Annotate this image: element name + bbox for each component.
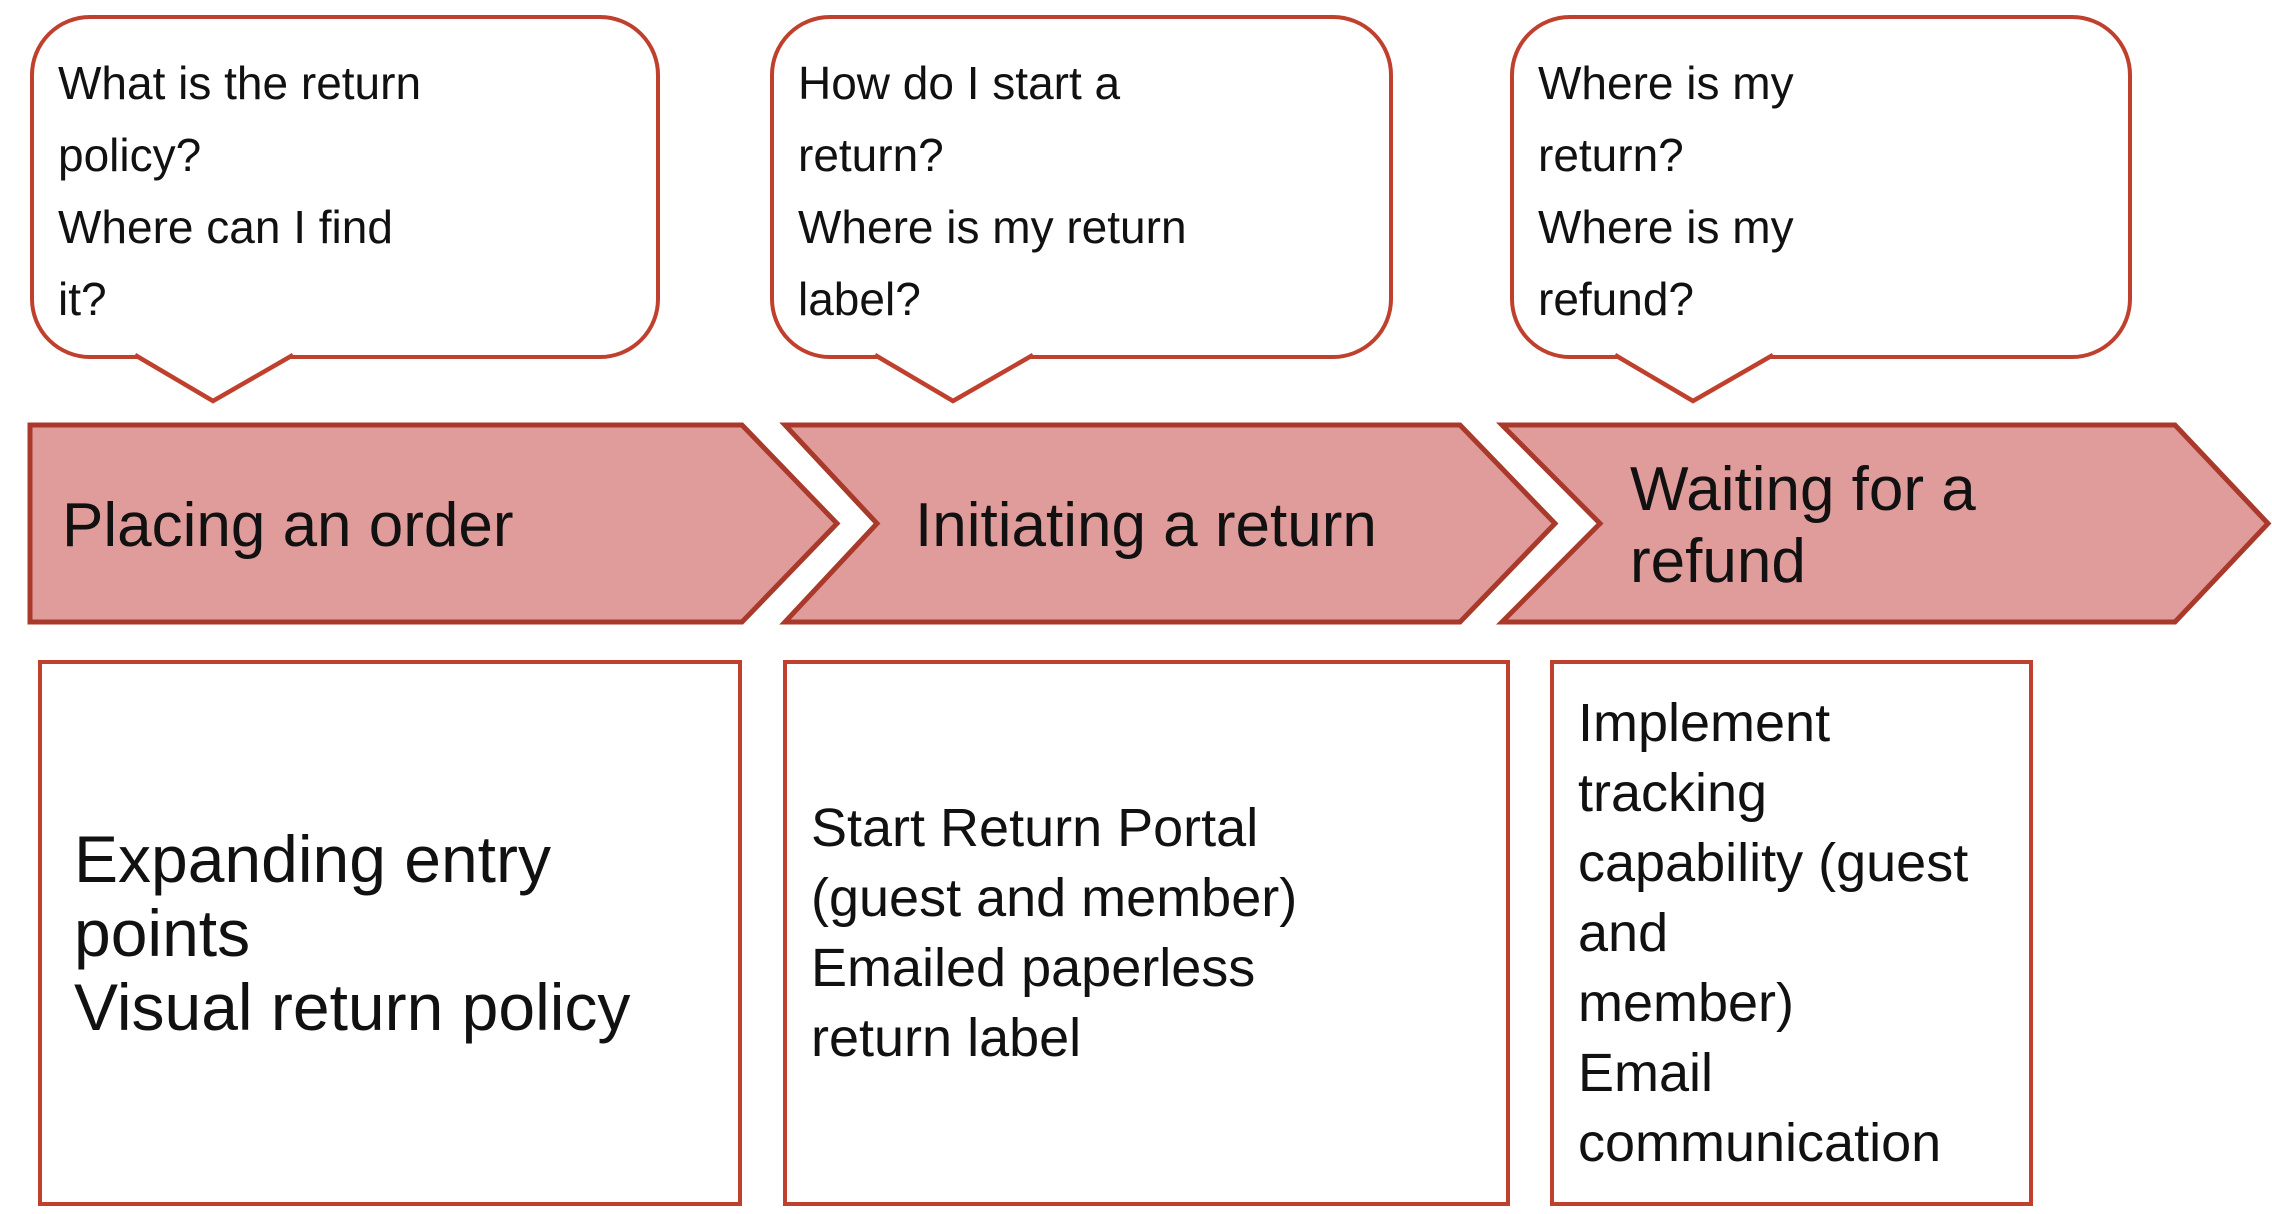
stage-arrow-initiating-return: [779, 422, 1559, 625]
stage-label-initiating-return: Initiating a return: [915, 491, 1377, 560]
detail-box-text: Implement tracking capability (guest and…: [1578, 693, 1969, 1173]
question-bubble-waiting-refund: Where is my return? Where is my refund?: [1510, 15, 2132, 359]
question-bubble-text: How do I start a return? Where is my ret…: [798, 57, 1187, 325]
detail-box-text: Start Return Portal (guest and member) E…: [811, 798, 1298, 1068]
process-arrow-band: [27, 422, 2272, 625]
question-bubble-initiating-return: How do I start a return? Where is my ret…: [770, 15, 1393, 359]
question-bubble-placing-order: What is the return policy? Where can I f…: [30, 15, 660, 359]
detail-box-text: Expanding entry points Visual return pol…: [74, 822, 631, 1044]
stage-label-placing-order: Placing an order: [62, 491, 514, 560]
bubble-tail: [133, 353, 295, 404]
stage-arrow-waiting-refund: [1495, 422, 2272, 625]
bubble-tail: [1613, 353, 1775, 404]
detail-box-waiting-refund: Implement tracking capability (guest and…: [1550, 660, 2033, 1206]
bubble-tail: [873, 353, 1035, 404]
stage-arrow-placing-order: [27, 422, 841, 625]
detail-box-placing-order: Expanding entry points Visual return pol…: [38, 660, 742, 1206]
detail-box-initiating-return: Start Return Portal (guest and member) E…: [783, 660, 1510, 1206]
stage-label-waiting-refund: Waiting for a refund: [1630, 455, 1976, 596]
question-bubble-text: What is the return policy? Where can I f…: [58, 57, 422, 325]
question-bubble-text: Where is my return? Where is my refund?: [1538, 57, 1794, 325]
